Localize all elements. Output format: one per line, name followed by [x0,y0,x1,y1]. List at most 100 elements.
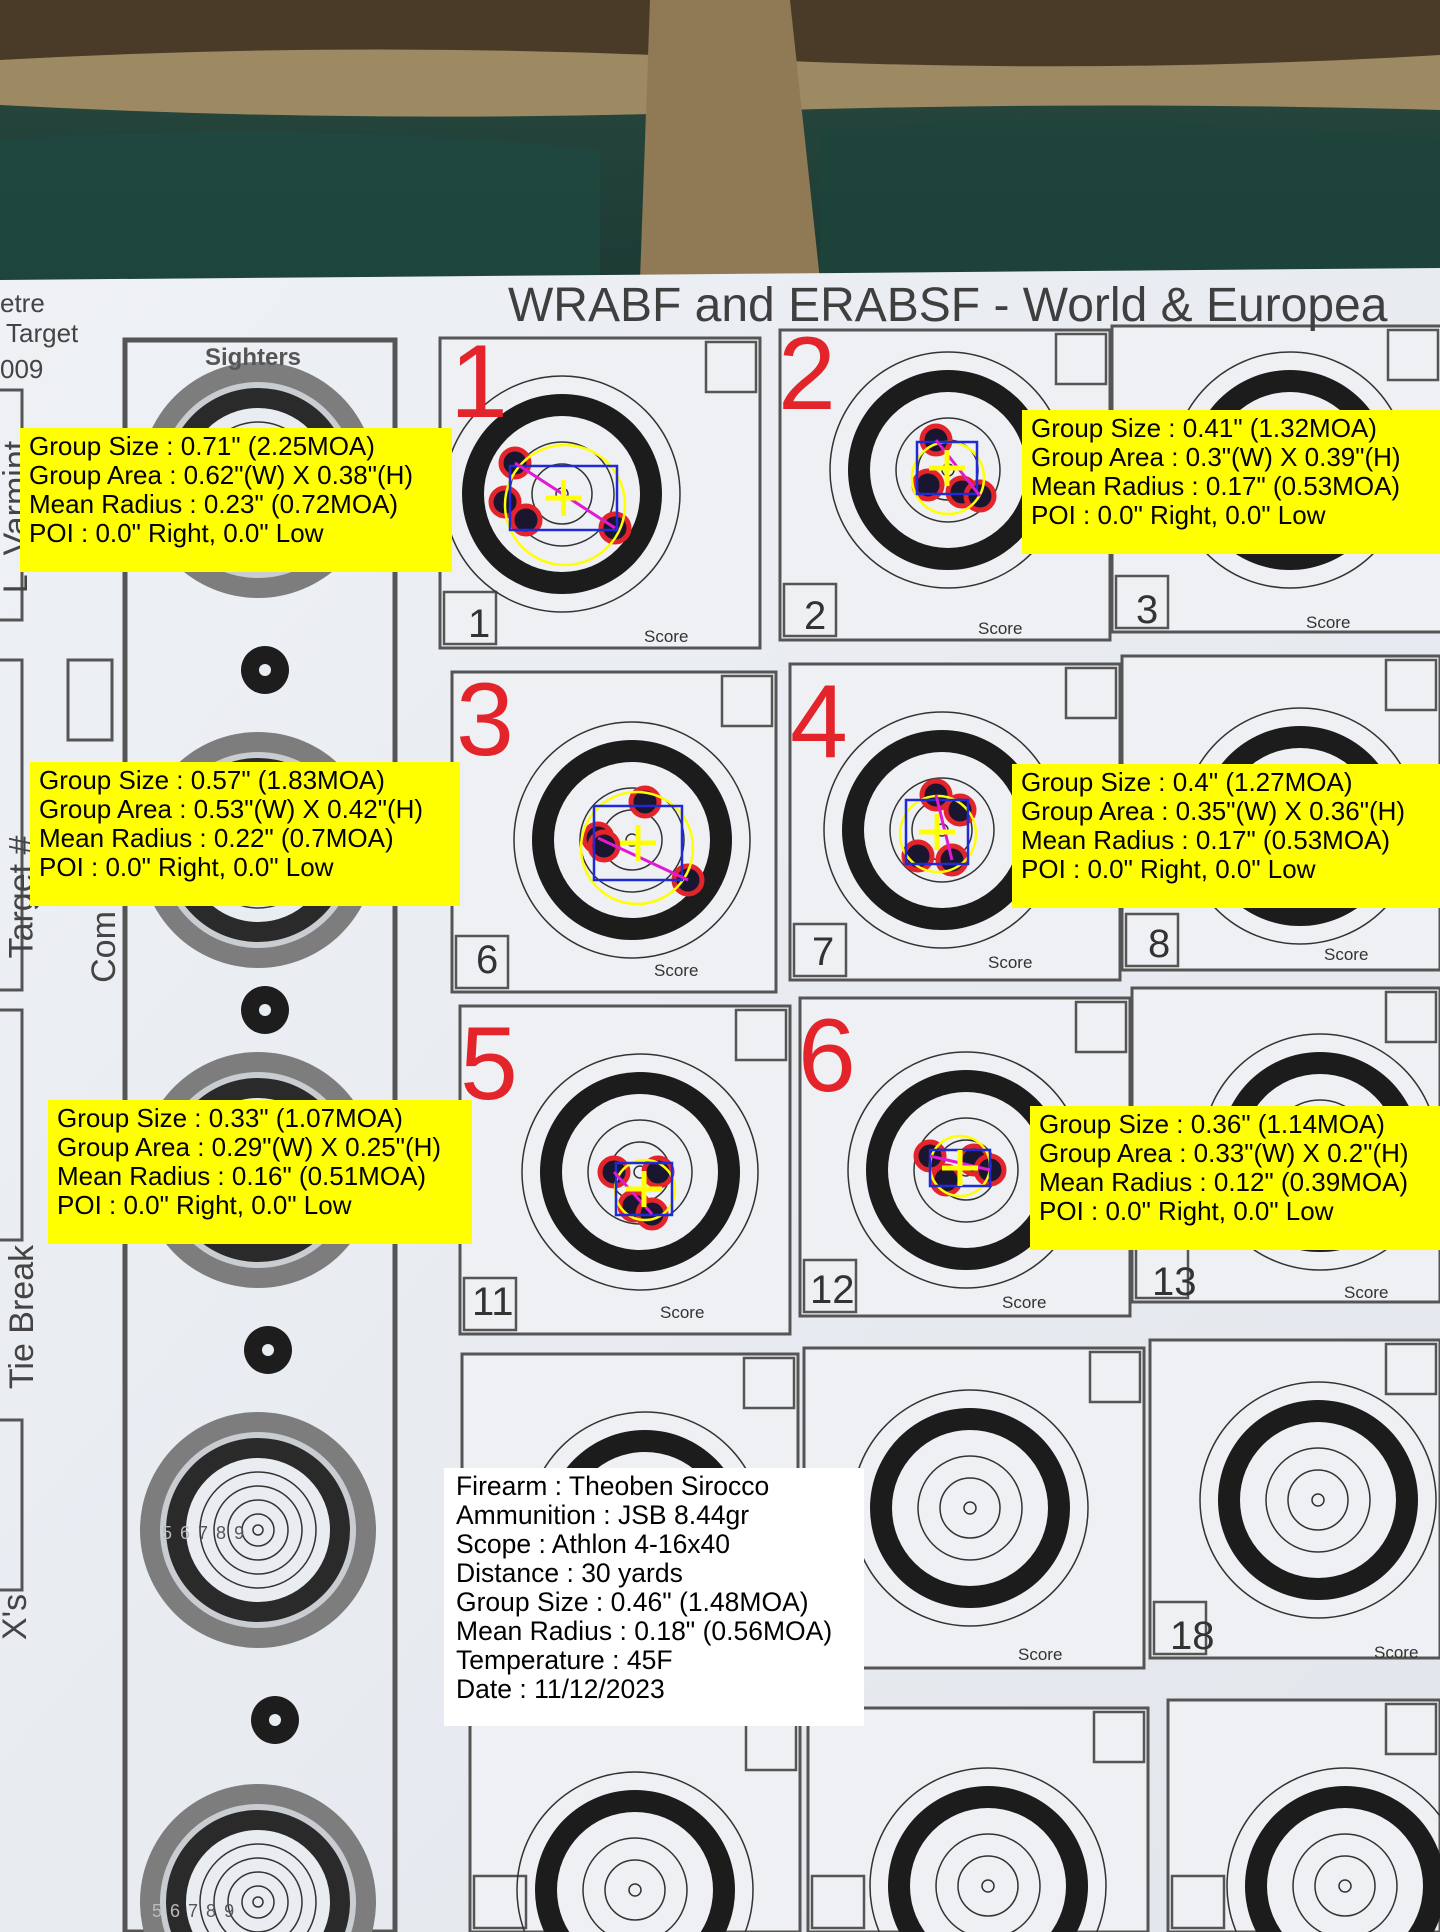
left-header-line-2: Target [6,318,79,348]
stat-line: POI : 0.0" Right, 0.0" Low [1031,500,1326,530]
stat-line: Group Size : 0.33" (1.07MOA) [57,1103,403,1133]
stat-line: Group Area : 0.35"(W) X 0.36"(H) [1021,796,1406,826]
stat-line: Mean Radius : 0.23" (0.72MOA) [29,489,399,519]
summary-firearm: Firearm : Theoben Sirocco [456,1471,770,1501]
stat-line: Group Area : 0.33"(W) X 0.2"(H) [1039,1138,1409,1168]
summary-distance: Distance : 30 yards [456,1558,683,1588]
stat-line: POI : 0.0" Right, 0.0" Low [1021,854,1316,884]
group-area-box [614,1161,674,1217]
summary-date: Date : 11/12/2023 [456,1674,665,1704]
group-3-stats: Group Size : 0.57" (1.83MOA) Group Area … [30,762,460,906]
sidebar-label-tie-break: Tie Break [3,1244,42,1390]
card-number-6: 6 [476,938,499,982]
score-card [458,1004,792,1336]
group-6-stats: Group Size : 0.36" (1.14MOA) Group Area … [1030,1106,1440,1250]
group-number-3: 3 [456,662,514,778]
group-number-4: 4 [790,664,848,780]
mean-radius-circle [898,794,978,874]
bullet-groups [488,423,1007,1231]
card-number-12: 12 [810,1268,855,1312]
sighter-dot-center [269,1714,281,1726]
stat-line: POI : 0.0" Right, 0.0" Low [1039,1196,1334,1226]
stat-line: Mean Radius : 0.22" (0.7MOA) [39,823,394,853]
stat-line: Group Area : 0.62"(W) X 0.38"(H) [29,460,414,490]
target-title: WRABF and ERABSF - World & Europea [508,279,1388,332]
bullet-group-5 [597,1155,677,1231]
score-card [1166,1698,1440,1932]
group-number-6: 6 [798,998,856,1114]
card-number-8: 8 [1148,922,1171,966]
score-label: Score [1344,1283,1389,1302]
group-area-box [508,464,619,532]
left-header-line-1: etre [0,288,45,318]
mean-radius-circle [503,443,627,567]
group-1-stats: Group Size : 0.71" (2.25MOA) Group Area … [20,428,452,572]
stat-line: POI : 0.0" Right, 0.0" Low [39,852,334,882]
score-label: Score [988,953,1033,972]
group-area-box [592,804,684,882]
score-label: Score [1018,1645,1063,1664]
stat-line: Group Area : 0.53"(W) X 0.42"(H) [39,794,424,824]
bullet-hole [911,468,945,502]
score-label: Score [654,961,699,980]
sighter-target [140,1412,376,1648]
mean-radius-circle [579,790,695,906]
score-card [806,1706,1150,1932]
score-label: Score [978,619,1023,638]
sighter-ring-numbers-upper: 56789 [162,1523,253,1543]
gun-bag-background [0,0,1440,300]
score-card [1148,1338,1440,1660]
group-number-5: 5 [460,1006,518,1122]
score-label: Score [660,1303,705,1322]
stat-line: Group Size : 0.4" (1.27MOA) [1021,767,1353,797]
stat-line: Group Size : 0.41" (1.32MOA) [1031,413,1377,443]
stat-line: Mean Radius : 0.17" (0.53MOA) [1031,471,1401,501]
sidebar-label-com: Com [84,911,123,983]
summary-mean-radius: Mean Radius : 0.18" (0.56MOA) [456,1616,833,1646]
stat-line: Group Size : 0.36" (1.14MOA) [1039,1109,1385,1139]
score-card [468,1714,802,1932]
group-number-1: 1 [450,324,508,440]
sidebar-label-xs: X's [0,1593,35,1641]
sighter-dot-center [259,664,271,676]
stat-line: POI : 0.0" Right, 0.0" Low [29,518,324,548]
stat-line: Group Area : 0.3"(W) X 0.39"(H) [1031,442,1401,472]
sighter-dot-center [262,1344,274,1356]
stat-line: Mean Radius : 0.17" (0.53MOA) [1021,825,1391,855]
score-label: Score [644,627,689,646]
bullet-hole [509,503,543,537]
card-number-11: 11 [472,1280,514,1324]
card-number-1: 1 [468,602,491,646]
card-number-18: 18 [1170,1614,1215,1658]
sighter-ring-numbers-lower: 56789 [152,1901,243,1921]
card-number-2: 2 [804,594,827,638]
group-5-stats: Group Size : 0.33" (1.07MOA) Group Area … [48,1100,472,1244]
card-number-3: 3 [1136,588,1159,632]
stat-line: Group Size : 0.57" (1.83MOA) [39,765,385,795]
extreme-spread-line [597,836,689,882]
summary-group-size: Group Size : 0.46" (1.48MOA) [456,1587,809,1617]
group-4-stats: Group Size : 0.4" (1.27MOA) Group Area :… [1012,764,1440,908]
sighter-dot-center [259,1004,271,1016]
score-label: Score [1306,613,1351,632]
summary-scope: Scope : Athlon 4-16x40 [456,1529,731,1559]
card-number-13: 13 [1152,1260,1197,1304]
group-area-box [915,440,979,496]
card-number-7: 7 [812,930,835,974]
stat-line: Mean Radius : 0.12" (0.39MOA) [1039,1167,1409,1197]
sighter-target [140,1784,376,1932]
session-summary: Firearm : Theoben Sirocco Ammunition : J… [444,1468,864,1726]
sighters-label: Sighters [205,344,302,371]
group-number-2: 2 [778,316,836,432]
score-label: Score [1374,1643,1419,1662]
summary-ammunition: Ammunition : JSB 8.44gr [456,1500,750,1530]
stat-line: Mean Radius : 0.16" (0.51MOA) [57,1161,427,1191]
bullet-group-4 [898,778,978,877]
bullet-group-6 [913,1134,1007,1198]
left-header-line-3: 009 [0,354,44,384]
group-2-stats: Group Size : 0.41" (1.32MOA) Group Area … [1022,410,1440,554]
score-label: Score [1002,1293,1047,1312]
stat-line: Group Area : 0.29"(W) X 0.25"(H) [57,1132,442,1162]
bullet-group-2 [910,423,997,516]
score-label: Score [1324,945,1369,964]
